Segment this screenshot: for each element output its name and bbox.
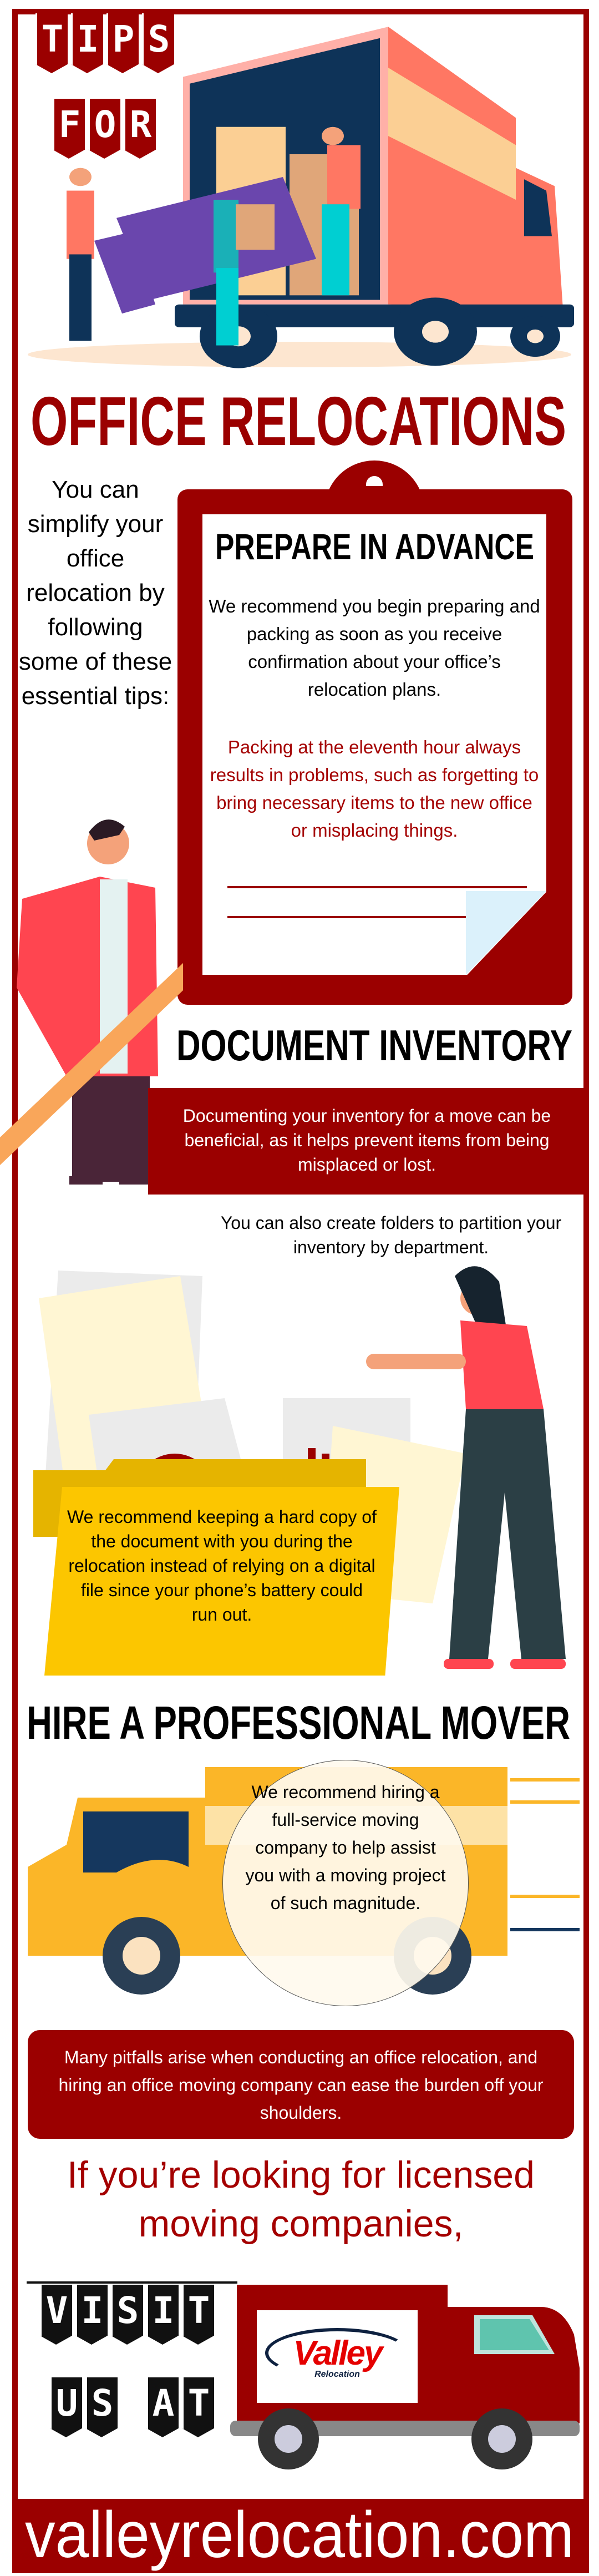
hard-copy-text: We recommend keeping a hard copy of the … (67, 1507, 377, 1624)
divider (227, 886, 527, 888)
website-link[interactable]: valleyrelocation.com (25, 2498, 574, 2572)
banner-letter: I (71, 13, 103, 73)
banner-letter: P (106, 13, 139, 73)
banner-letter: I (75, 2285, 108, 2345)
us-at-banner: U S A T (50, 2377, 214, 2437)
mover-heading: HIRE A PROFESSIONAL MOVER (27, 1697, 570, 1747)
prepare-heading-wrap: PREPARE IN ADVANCE (215, 526, 534, 565)
moving-truck-illustration (28, 27, 574, 368)
banner-letter: S (85, 2377, 118, 2437)
visit-banner: V I S I T (40, 2285, 214, 2345)
mover-text: Many pitfalls arise when conducting an o… (58, 2047, 544, 2123)
banner-letter: S (142, 13, 174, 73)
banner-letter: T (35, 13, 68, 73)
prepare-text: We recommend you begin preparing and pac… (209, 596, 540, 700)
banner-letter: F (53, 99, 85, 159)
prepare-heading: PREPARE IN ADVANCE (215, 526, 534, 565)
mover-banner: Many pitfalls arise when conducting an o… (28, 2030, 574, 2139)
tips-banner: T I P S (35, 13, 174, 73)
cta-text: If you’re looking for licensed moving co… (67, 2154, 535, 2245)
inventory-folders-text: You can also create folders to partition… (220, 1213, 562, 1257)
inventory-heading-wrap: DOCUMENT INVENTORY (176, 1021, 572, 1067)
banner-letter: U (50, 2377, 82, 2437)
man-with-pencil-illustration (0, 819, 183, 1185)
banner-letter: T (182, 2285, 214, 2345)
divider (27, 2281, 237, 2284)
page-title: OFFICE RELOCATIONS (31, 384, 566, 453)
banner-letter: V (40, 2285, 72, 2345)
page-frame (12, 9, 589, 2561)
bubble-text: We recommend hiring a full-service movin… (245, 1782, 446, 1913)
website-footer: valleyrelocation.com (12, 2498, 589, 2573)
banner-letter: I (146, 2285, 179, 2345)
inventory-text: Documenting your inventory for a move ca… (182, 1106, 551, 1175)
banner-letter: S (111, 2285, 143, 2345)
banner-letter: T (182, 2377, 214, 2437)
divider (227, 916, 466, 918)
website-link-wrap: valleyrelocation.com (25, 2498, 574, 2572)
mover-heading-wrap: HIRE A PROFESSIONAL MOVER (27, 1697, 570, 1747)
for-banner: F O R (53, 99, 156, 159)
logo-subtext: Relocation (314, 2370, 360, 2379)
inventory-heading: DOCUMENT INVENTORY (176, 1021, 572, 1067)
folder (44, 1487, 399, 1676)
banner-letter: O (88, 99, 120, 159)
inventory-banner: Documenting your inventory for a move ca… (148, 1088, 586, 1195)
logo-text: Valley (293, 2334, 383, 2372)
prepare-warning-text: Packing at the eleventh hour always resu… (210, 737, 539, 841)
speech-bubble (222, 1760, 469, 2006)
banner-letter: R (124, 99, 156, 159)
valley-relocation-logo: Valley Relocation (257, 2310, 418, 2403)
page-title-wrap: OFFICE RELOCATIONS (31, 384, 566, 453)
intro-text: You can simplify your office relocation … (18, 476, 172, 710)
banner-letter: A (146, 2377, 179, 2437)
